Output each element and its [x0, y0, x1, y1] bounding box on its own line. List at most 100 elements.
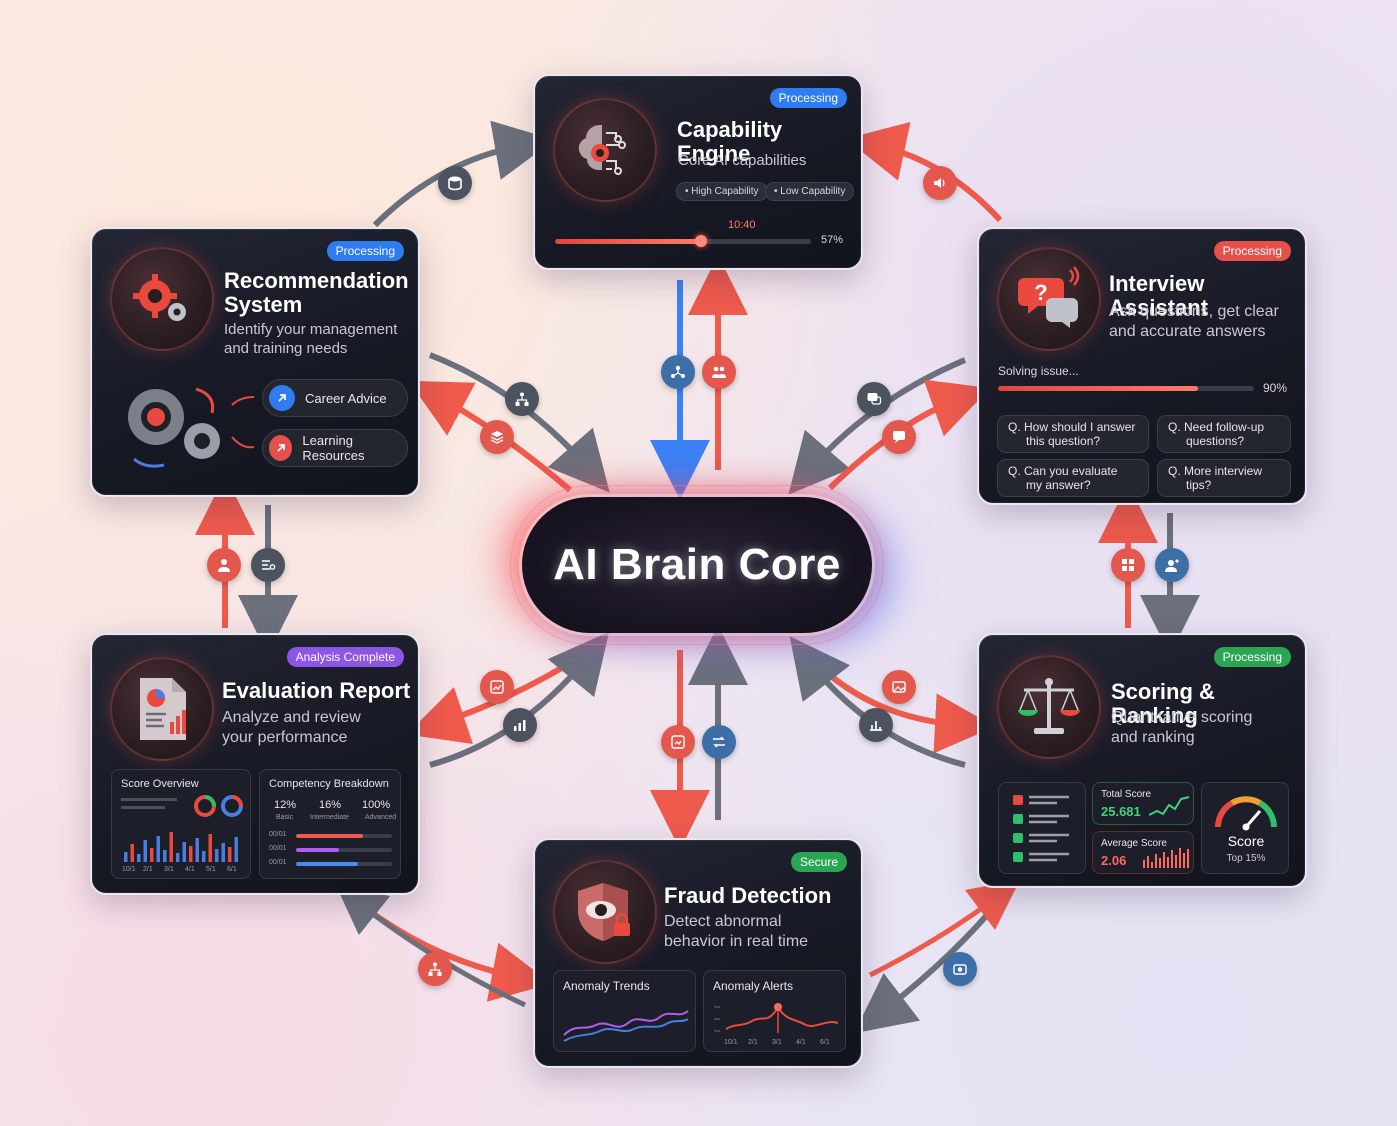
evaluation-subtitle-line1: Analyze and review — [222, 709, 361, 726]
score-gauge-panel[interactable]: Score Top 15% — [1201, 782, 1289, 874]
scoring-subtitle-line2: and ranking — [1111, 729, 1195, 746]
ai-brain-core[interactable]: AI Brain Core — [522, 497, 872, 633]
score-bar — [202, 851, 206, 862]
competency-title: Competency Breakdown — [269, 778, 389, 790]
capability-engine-card[interactable]: Processing Capability Engine Core AI cap… — [533, 74, 863, 270]
stat-basic-label: Basic — [276, 814, 294, 821]
arrow-up-right-icon — [269, 385, 295, 411]
score-bar — [208, 834, 212, 862]
score-x-tick-label: 5/1 — [206, 866, 216, 873]
transfer-node-icon — [702, 725, 736, 759]
branch-arrows-icon — [231, 396, 255, 449]
alerts-x-tick-label: 3/1 — [772, 1039, 782, 1046]
score-bar — [195, 838, 199, 862]
score-bar — [228, 847, 232, 862]
anomaly-trends-chart — [563, 1010, 689, 1042]
competency-breakdown-panel[interactable]: Competency Breakdown 12% Basic 16% Inter… — [259, 769, 401, 879]
score-donut-charts — [194, 795, 243, 817]
anomaly-alerts-title: Anomaly Alerts — [713, 979, 794, 993]
anomaly-alerts-chart — [714, 1003, 839, 1033]
learning-resources-button[interactable]: Learning Resources — [262, 429, 408, 467]
scoring-ranking-card[interactable]: Processing Scoring & Ranking Quantitativ… — [977, 633, 1307, 888]
interview-subtitle-line1: Ask questions, get clear — [1109, 303, 1279, 320]
score-x-tick-label: 4/1 — [185, 866, 195, 873]
capability-status-badge: Processing — [769, 88, 847, 108]
report-document-icon — [110, 657, 214, 761]
score-bar — [137, 854, 141, 862]
score-bar — [163, 850, 167, 862]
alerts-x-tick-label: 4/1 — [796, 1039, 806, 1046]
hierarchy-node-icon — [418, 952, 452, 986]
total-score-label: Total Score — [1101, 789, 1152, 800]
score-bar — [182, 842, 186, 862]
grid-node-icon — [1111, 548, 1145, 582]
stat-intermediate-label: Intermediate — [310, 814, 349, 821]
image-node-icon — [882, 670, 916, 704]
scoring-status-badge: Processing — [1213, 647, 1291, 667]
total-score-panel[interactable]: Total Score 25.681 — [1092, 782, 1194, 825]
scoring-title: Scoring & Ranking — [1111, 679, 1215, 728]
arrow-recommendation-to-core — [428, 352, 610, 493]
checklist-panel[interactable] — [998, 782, 1086, 874]
recommendation-subtitle-line1: Identify your management — [224, 321, 398, 338]
capability-subtitle: Core AI capabilities — [678, 152, 807, 169]
evaluation-status-badge: Analysis Complete — [286, 647, 404, 667]
chip-high-capability[interactable]: • High Capability — [676, 182, 768, 201]
capability-progress-time: 10:40 — [728, 219, 756, 231]
total-score-value: 25.681 — [1101, 804, 1141, 819]
chip-low-capability[interactable]: • Low Capability — [765, 182, 855, 201]
arrow-scoring-to-fraud — [854, 898, 1003, 1034]
core-ring — [510, 485, 884, 645]
ranking-node-icon — [859, 708, 893, 742]
fraud-detection-card[interactable]: Secure Fraud Detection Detect abnormal b… — [533, 838, 863, 1068]
recommendation-system-card[interactable]: Processing Recommendation System Identif… — [90, 227, 420, 497]
bar-chart-node-icon — [503, 708, 537, 742]
average-score-bars — [1143, 848, 1189, 868]
capability-progress-knob[interactable] — [694, 235, 707, 247]
stat-advanced-value: 100% — [362, 799, 391, 811]
svg-text:?: ? — [1034, 280, 1047, 305]
recommendation-title-line1: Recommendation — [224, 268, 409, 293]
evaluation-report-card[interactable]: Analysis Complete Evaluation Report Anal… — [90, 633, 420, 895]
average-score-panel[interactable]: Average Score 2.06 — [1092, 831, 1194, 874]
fraud-subtitle-line2: behavior in real time — [664, 933, 809, 950]
interview-assistant-card[interactable]: Processing ? Interview Assistant Ask que… — [977, 227, 1307, 505]
fraud-title: Fraud Detection — [664, 883, 832, 908]
capability-progress-bar — [555, 239, 811, 244]
fraud-status-badge: Secure — [790, 852, 847, 872]
score-gauge-label: Score — [1227, 833, 1265, 849]
score-bar — [143, 840, 147, 862]
shield-eye-lock-icon — [553, 860, 657, 964]
stat-advanced-label: Advanced — [365, 814, 397, 821]
scoring-subtitle-line1: Quantitative scoring — [1111, 709, 1253, 726]
average-score-value: 2.06 — [1101, 853, 1127, 868]
arrow-interview-to-core — [788, 357, 967, 495]
alerts-x-tick-label: 10/1 — [724, 1039, 738, 1046]
interview-subtitle-line2: and accurate answers — [1109, 323, 1266, 340]
competency-bar — [296, 834, 392, 838]
scales-icon — [997, 655, 1101, 759]
score-bar — [130, 844, 134, 862]
interview-status-text: Solving issue... — [998, 364, 1079, 378]
network-node-icon — [661, 355, 695, 389]
evaluation-subtitle-line2: your performance — [222, 729, 348, 746]
alerts-x-tick-label: 6/1 — [820, 1039, 830, 1046]
feedback-node-icon — [882, 420, 916, 454]
gears-icon — [110, 247, 214, 351]
evaluation-title: Evaluation Report — [222, 678, 411, 703]
arrow-fraud-to-scoring — [868, 880, 1021, 978]
interview-status-badge: Processing — [1213, 241, 1291, 261]
score-bar-chart — [124, 832, 238, 862]
checklist-icon — [1013, 795, 1069, 862]
score-bar — [215, 849, 219, 862]
career-advice-button[interactable]: Career Advice — [262, 379, 408, 417]
anomaly-trends-panel[interactable]: Anomaly Trends — [553, 970, 696, 1052]
competency-bar-label: 00/01 — [269, 831, 287, 838]
chat-node-icon — [857, 382, 891, 416]
